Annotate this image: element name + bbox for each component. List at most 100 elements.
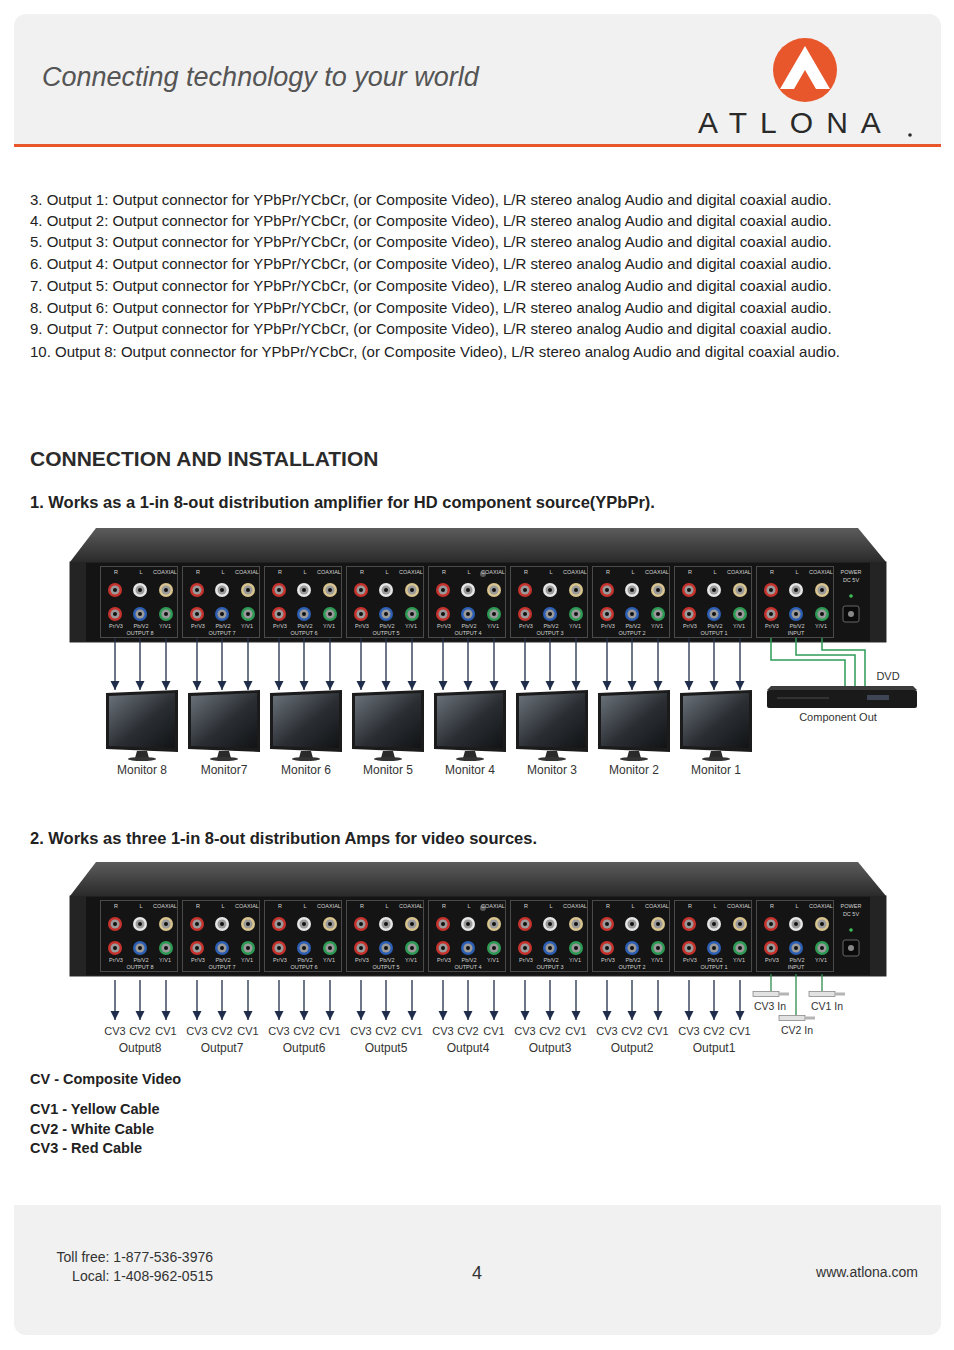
jack-label: L: [221, 903, 224, 909]
signal-label: CV1: [319, 1025, 340, 1039]
port-label: OUTPUT 3: [536, 630, 563, 636]
jack-label: Pr/V3: [683, 623, 697, 629]
rca-jack: [441, 588, 445, 592]
rca-jack: [710, 586, 719, 595]
rca-jack: [244, 944, 253, 953]
rca-jack: [651, 917, 665, 931]
rca-jack: [164, 922, 168, 926]
jack-label: Pr/V3: [273, 957, 287, 963]
rack-ear: [870, 562, 886, 642]
rca-jack: [738, 946, 742, 950]
amplifier-chassis: [70, 862, 886, 976]
jack-label: Pb/V2: [134, 957, 149, 963]
rca-jack: [492, 946, 496, 950]
signal-arrow: [739, 980, 740, 1020]
jack-label: Pr/V3: [601, 623, 615, 629]
jack-label: COAXIAL: [481, 903, 505, 909]
signal-arrow: [360, 638, 361, 690]
rca-jack: [630, 612, 634, 616]
jack-label: COAXIAL: [399, 569, 423, 575]
rca-jack: [354, 607, 368, 621]
rca-jack: [323, 607, 337, 621]
rca-jack: [328, 922, 332, 926]
rca-jack: [548, 588, 552, 592]
rca-jack: [682, 941, 696, 955]
rca-jack: [794, 612, 798, 616]
rack-ear: [70, 896, 86, 976]
power-section: POWERDC 5V: [834, 566, 868, 638]
jack-label: Pr/V3: [519, 957, 533, 963]
rca-jack: [138, 946, 142, 950]
rca-jack: [193, 920, 202, 929]
signal-arrow: [442, 638, 443, 690]
power-section: POWERDC 5V: [834, 900, 868, 972]
rca-jack: [302, 612, 306, 616]
jack-label: R: [770, 903, 774, 909]
signal-arrow: [196, 980, 197, 1020]
rca-jack: [159, 917, 173, 931]
rca-jack: [275, 610, 284, 619]
rca-jack: [818, 944, 827, 953]
jack-label: Y/V1: [815, 957, 827, 963]
jack-label: Y/V1: [569, 623, 581, 629]
rca-jack: [682, 583, 696, 597]
rca-jack: [625, 941, 639, 955]
jack-label: Pr/V3: [519, 623, 533, 629]
phone-number: Local: 1-408-962-0515: [72, 1268, 213, 1286]
rca-jack: [190, 583, 204, 597]
rca-jack: [518, 583, 532, 597]
rca-jack: [543, 607, 557, 621]
signal-arrow: [278, 980, 279, 1020]
output-label: Output2: [611, 1041, 654, 1056]
jack-label: L: [713, 903, 716, 909]
output-label: Output4: [447, 1041, 490, 1056]
rca-jack: [108, 941, 122, 955]
rca-jack: [464, 586, 473, 595]
rca-jack: [272, 583, 286, 597]
rca-jack: [441, 922, 445, 926]
signal-arrow: [139, 638, 140, 690]
rca-jack: [244, 920, 253, 929]
rca-jack: [111, 944, 120, 953]
rca-jack: [328, 612, 332, 616]
input-lead: [821, 974, 822, 991]
rca-jack: [300, 944, 309, 953]
jack-label: Y/V1: [487, 957, 499, 963]
rca-jack: [789, 607, 803, 621]
signal-arrow: [278, 638, 279, 690]
jack-label: Y/V1: [159, 623, 171, 629]
jack-label: Y/V1: [323, 623, 335, 629]
jack-label: R: [360, 903, 364, 909]
jack-label: L: [467, 903, 470, 909]
rca-jack: [439, 586, 448, 595]
logo-wordmark: ATLONA: [698, 104, 894, 142]
monitor: Monitor 8: [106, 690, 178, 752]
rca-jack: [275, 586, 284, 595]
signal-arrow: [657, 638, 658, 690]
rca-jack: [628, 944, 637, 953]
rca-jack: [328, 588, 332, 592]
rca-cable: [753, 992, 789, 997]
section-subheading: 1. Works as a 1-in 8-out distribution am…: [30, 492, 655, 513]
rca-jack: [605, 946, 609, 950]
jack-label: R: [688, 569, 692, 575]
jack-label: Pr/V3: [273, 623, 287, 629]
jack-label: Pr/V3: [109, 957, 123, 963]
rca-jack: [408, 944, 417, 953]
device-label: DVD: [876, 670, 899, 682]
power-label: POWER: [841, 569, 862, 575]
rca-jack: [461, 607, 475, 621]
port-group: RLCOAXIALPr/V3Pb/V2Y/V1OUTPUT 4: [428, 566, 506, 638]
jack-label: L: [795, 903, 798, 909]
rca-jack: [244, 610, 253, 619]
signal-arrow: [467, 980, 468, 1020]
jack-label: R: [114, 569, 118, 575]
rca-jack: [518, 941, 532, 955]
port-label: OUTPUT 5: [372, 964, 399, 970]
rca-jack: [818, 610, 827, 619]
jack-label: Pr/V3: [355, 957, 369, 963]
rca-jack: [789, 941, 803, 955]
output-label: Output6: [283, 1041, 326, 1056]
rca-jack: [220, 588, 224, 592]
header-band: [14, 100, 941, 145]
